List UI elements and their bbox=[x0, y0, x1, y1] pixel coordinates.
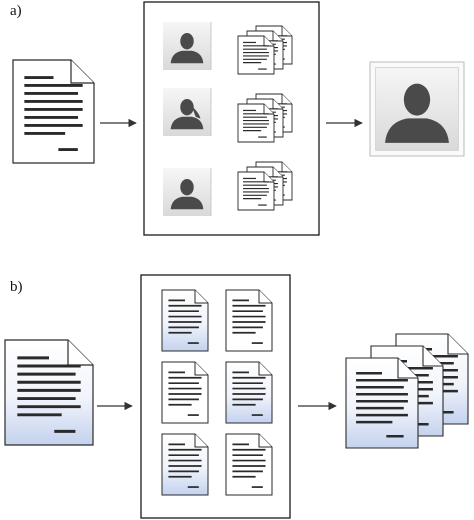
panel-a-label: a) bbox=[10, 3, 22, 19]
document-icon bbox=[161, 433, 209, 496]
document-icon bbox=[237, 35, 275, 75]
person-silhouette-icon bbox=[163, 168, 212, 216]
output-document-stack-icon bbox=[345, 333, 469, 449]
panel-b-label: b) bbox=[10, 279, 23, 295]
document-icon bbox=[345, 357, 419, 449]
input-document-icon bbox=[4, 339, 94, 446]
document-icon bbox=[237, 103, 275, 143]
output-person-icon bbox=[369, 61, 465, 157]
document-stack-icon bbox=[237, 25, 293, 75]
person-silhouette-icon bbox=[163, 88, 212, 136]
document-icon bbox=[225, 289, 273, 352]
document-icon bbox=[225, 361, 273, 424]
person-silhouette-icon bbox=[163, 22, 212, 70]
document-icon bbox=[161, 289, 209, 352]
document-icon bbox=[237, 171, 275, 211]
document-icon bbox=[161, 361, 209, 424]
document-icon bbox=[225, 433, 273, 496]
input-document-icon bbox=[12, 59, 95, 164]
document-stack-icon bbox=[237, 93, 293, 143]
document-stack-icon bbox=[237, 161, 293, 211]
